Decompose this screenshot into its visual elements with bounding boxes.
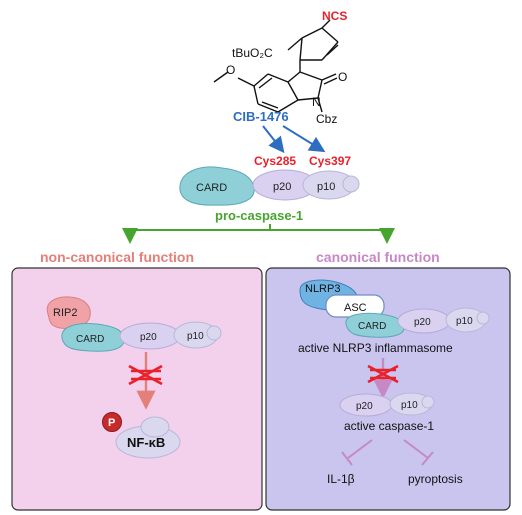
procaspase-card-label: CARD [196,182,227,194]
c-p20-label: p20 [414,317,431,328]
c-card-label: CARD [358,321,386,332]
procaspase-p10-label: p10 [317,181,335,193]
nc-p10-label: p10 [187,331,204,342]
procaspase-p20-label: p20 [273,181,291,193]
active-caspase-1 [339,392,435,417]
noncanonical-complex [46,296,222,352]
phospho-icon [102,412,122,432]
nfkb-label: NF-κB [127,435,165,450]
inhibition-mark-right [367,364,399,384]
ncs-label: NCS [322,9,347,23]
carbonyl-oxygen: O [338,70,347,84]
phospho-label: P [108,417,115,429]
pro-caspase-1-protein [179,166,360,206]
ester-label: tBuO₂C [232,46,273,60]
cys285-label: Cys285 [254,154,296,168]
asc-label: ASC [344,302,367,314]
cbz-label: Cbz [316,112,337,126]
arrow-to-cys397 [282,125,326,153]
il1b-label: IL-1β [327,472,355,486]
rip2-label: RIP2 [53,307,77,319]
active-p20-label: p20 [356,401,373,412]
outcome-lines [341,439,434,466]
cib-1476-structure [213,19,339,113]
canonical-title: canonical function [316,249,440,265]
pyroptosis-label: pyroptosis [408,472,463,486]
active-caspase-label: active caspase-1 [344,419,434,433]
inflammasome-label: active NLRP3 inflammasome [298,341,453,355]
nlrp3-inflammasome [299,279,490,338]
noncanonical-title: non-canonical function [40,249,194,265]
nc-card-label: CARD [76,334,104,345]
arrow-to-cys285 [262,125,285,154]
c-p10-label: p10 [456,316,473,327]
canonical-panel [265,267,511,511]
nc-p20-label: p20 [140,332,157,343]
nitrogen-label: N [312,95,321,109]
pro-caspase-title: pro-caspase-1 [215,208,303,223]
compound-label: CIB-1476 [233,109,289,124]
cys397-label: Cys397 [309,154,351,168]
active-p10-label: p10 [401,400,418,411]
methoxy-oxygen: O [226,63,235,77]
nlrp3-label: NLRP3 [305,283,340,295]
nfkb-protein [115,416,181,459]
inhibition-mark-left [128,364,163,386]
